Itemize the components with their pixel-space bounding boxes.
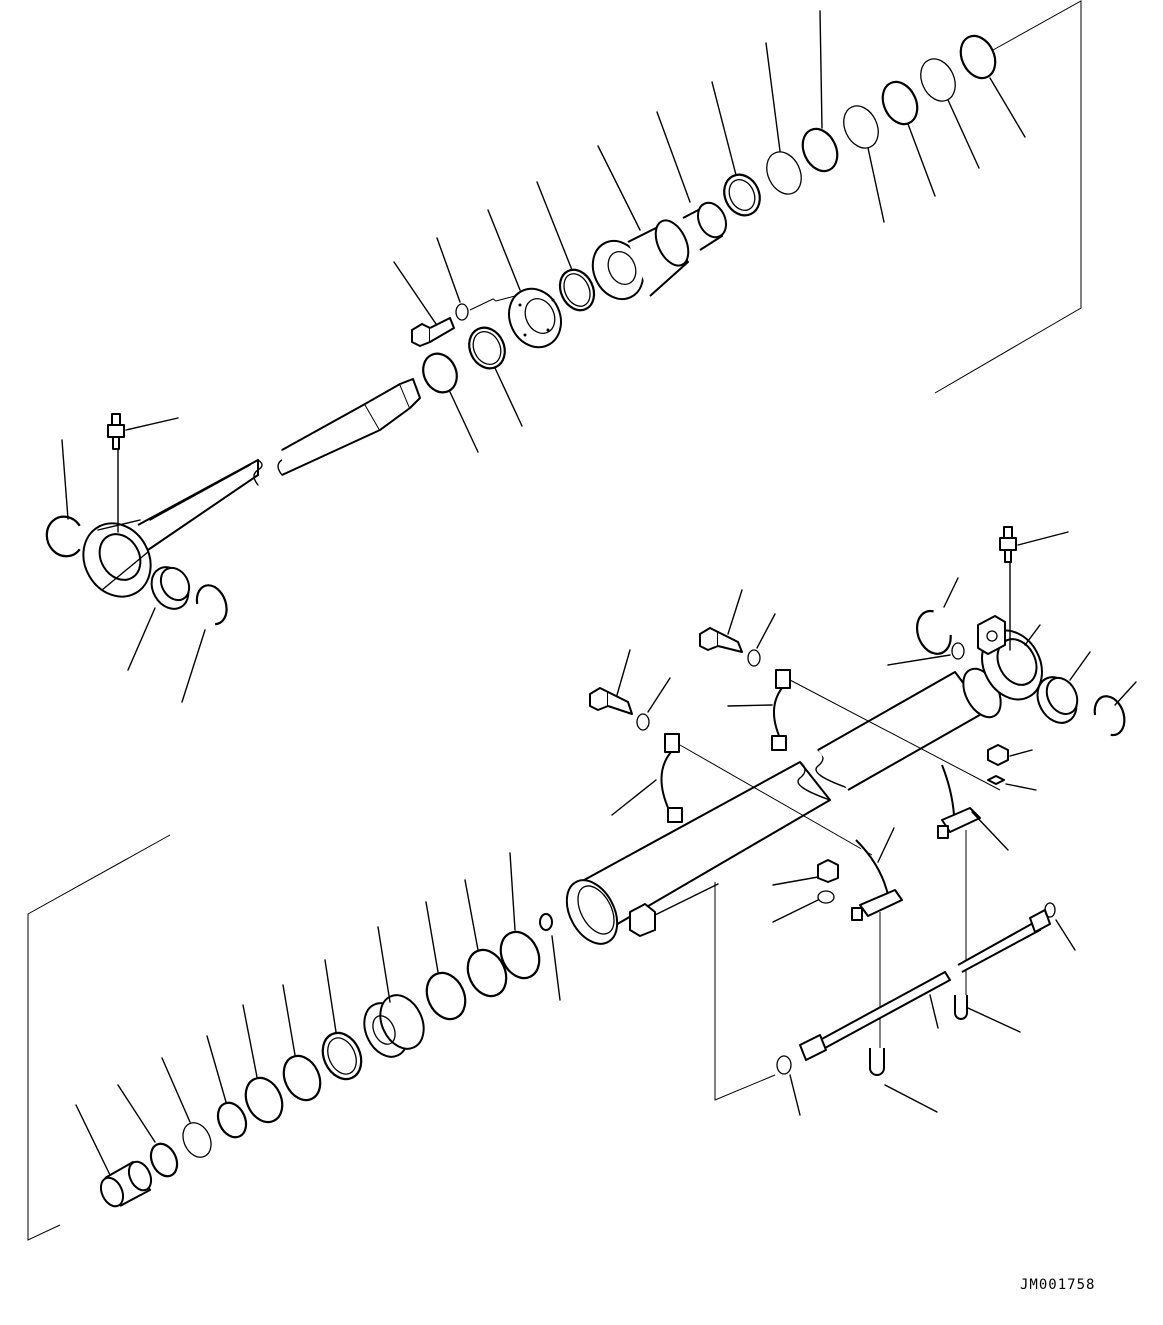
cylinder-head <box>591 145 690 301</box>
nut-upper <box>987 744 1033 766</box>
bushing-bottom <box>1036 651 1091 724</box>
washer-upper <box>987 775 1037 791</box>
leader-bottom-eye <box>1024 624 1041 646</box>
ring-k <box>499 852 541 980</box>
frame-lines <box>27 0 1082 1241</box>
dust-seal-h <box>881 80 936 197</box>
o-ring-rod-a <box>422 352 479 453</box>
grease-fitting-bottom <box>999 526 1069 651</box>
nut-lower <box>772 859 839 886</box>
cylinder-tube <box>565 615 1043 945</box>
bolt-clamp-lower <box>589 649 633 715</box>
washer-clamp-upper <box>747 613 776 667</box>
washer-lower <box>772 890 835 923</box>
seal-ring-c <box>536 181 596 312</box>
hydraulic-hose <box>799 909 1051 1061</box>
drawing-code: JM001758 <box>1020 1277 1096 1293</box>
bracket-lower <box>851 827 903 1060</box>
bushing-rod-eye <box>127 566 191 671</box>
ring-q <box>206 1035 248 1139</box>
ring-n <box>321 959 363 1081</box>
bracket-upper <box>937 764 1009 995</box>
bolt-head-cover <box>393 261 455 347</box>
u-bolt-lower <box>869 1048 938 1113</box>
ring-m <box>425 901 467 1021</box>
o-ring-hose-right <box>1044 902 1076 951</box>
rod-seal-d <box>711 81 761 217</box>
ring-r <box>161 1057 212 1158</box>
bolt-clamp-upper <box>699 589 743 653</box>
snap-ring-rod-left <box>45 439 81 558</box>
backup-ring-g <box>843 105 885 223</box>
ring-o <box>282 984 322 1102</box>
snap-ring-bottom-left <box>915 577 959 655</box>
piston <box>363 926 425 1058</box>
collar <box>75 1104 153 1208</box>
plug-bottom <box>887 642 965 666</box>
snap-ring-rod-right <box>181 584 228 703</box>
bushing-head <box>656 111 728 251</box>
clamp-upper <box>727 669 1001 791</box>
backup-ring-i <box>920 58 980 169</box>
clamp-lower <box>611 733 873 856</box>
grease-fitting-rod <box>107 413 179 533</box>
nut-piston <box>539 913 561 1001</box>
backup-ring-e <box>765 42 802 195</box>
ring-l <box>464 879 508 998</box>
seal-rod-b <box>468 326 523 427</box>
u-bolt-upper <box>954 995 1021 1033</box>
snap-ring-j <box>959 34 1026 138</box>
washer-clamp-lower <box>636 677 671 731</box>
o-ring-hose-left <box>776 1055 801 1116</box>
ring-s <box>117 1084 179 1178</box>
snap-ring-bottom-right <box>1093 681 1137 737</box>
ring-p <box>242 1004 284 1124</box>
washer-head-cover <box>436 237 516 321</box>
o-ring-f <box>801 10 839 173</box>
piston-rod <box>82 378 421 598</box>
flange-head-cover <box>487 209 562 349</box>
